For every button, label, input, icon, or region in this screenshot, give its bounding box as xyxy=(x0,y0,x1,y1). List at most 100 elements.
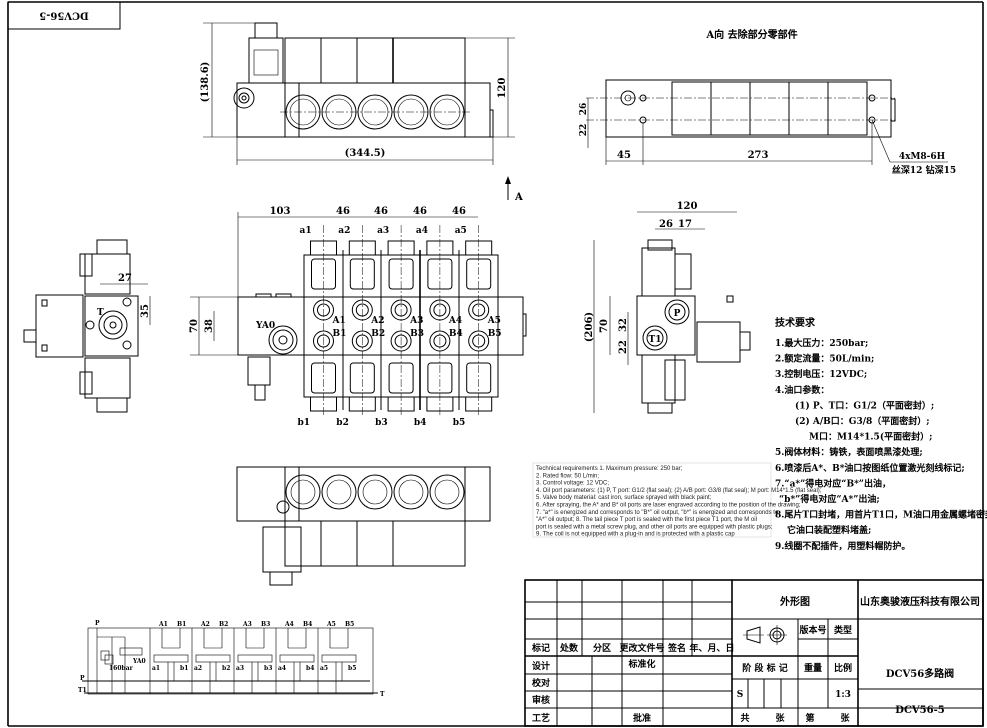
dim-273: 273 xyxy=(748,150,769,161)
version-label: 版本号 xyxy=(798,624,826,636)
tech-requirement-en-line: 3. Control voltage: 12 VDC; xyxy=(536,481,609,487)
tech-requirement-en-line: 9. The coil is not equipped with a plug-… xyxy=(536,532,735,538)
tech-requirement-en-line: 7. "a*" is energized and corresponds to … xyxy=(536,510,779,516)
port-a-label: A4 xyxy=(448,316,462,326)
top-view: (138.6) 120 (344.5) A xyxy=(200,22,523,203)
sheets-unit-1: 张 xyxy=(775,712,785,724)
tech-requirement-en-line: 5. Valve body material: cast iron, surfa… xyxy=(536,495,712,501)
tech-requirement-cn-line: 8.尾片T口封堵，用首片T1口，M油口用金属螺堵密封，其 xyxy=(775,509,987,521)
coil-label-top: a3 xyxy=(377,226,389,236)
drawing-stamp: DCV56-5 xyxy=(39,10,88,21)
schematic-port-b: B1 xyxy=(177,621,186,628)
role-review: 审核 xyxy=(532,694,550,706)
dim-pitch-2: 46 xyxy=(374,206,388,217)
a-view-title: A向 去除部分零部件 xyxy=(705,28,797,41)
schematic-port-a: A3 xyxy=(242,621,252,628)
schematic-coil-b: b3 xyxy=(264,665,272,672)
left-side-view: T 27 35 xyxy=(23,239,151,413)
schematic-coil-a: a3 xyxy=(236,665,244,672)
dim-body-height: 120 xyxy=(497,78,508,99)
tech-requirement-en-line: 2. Rated flow: 50 L/min; xyxy=(536,473,599,479)
drawing-stamp-box: DCV56-5 xyxy=(7,1,121,30)
schematic-coil-b: b1 xyxy=(180,665,188,672)
coil-label-bottom: b5 xyxy=(453,418,466,428)
product-name: DCV56多路阀 xyxy=(886,667,954,680)
tech-requirement-cn-line: 1.最大压力：250bar; xyxy=(775,337,868,349)
dim-26: 26 xyxy=(659,219,673,230)
dim-45: 45 xyxy=(617,150,631,161)
tech-requirements-cn: 技术要求 1.最大压力：250bar;2.额定流量：50L/min;3.控制电压… xyxy=(775,316,987,552)
valve-spool-symbol xyxy=(153,654,189,663)
tech-requirement-cn-line: 6.喷漆后A*、B*油口按图纸位置激光刻线标记; xyxy=(775,462,965,474)
right-dim-70: 70 xyxy=(599,319,610,333)
dim-206: (206) xyxy=(584,312,595,342)
schematic-port-t1-left: T1 xyxy=(78,687,87,694)
tech-requirement-cn-line: 它油口装配塑料堵盖; xyxy=(787,524,871,536)
port-b-label: B4 xyxy=(449,329,463,339)
tech-requirement-cn-line: (2) A/B口：G3/8（平面密封）; xyxy=(795,415,930,427)
valve-spool-symbol xyxy=(279,654,315,663)
tech-requirement-cn-line: 3.控制电压：12VDC; xyxy=(775,368,867,380)
title-block: 外形图 山东奥骏液压科技有限公司 标记 处数 分区 更改文件号 签名 年、月、日… xyxy=(524,579,984,727)
schematic-port-a: A1 xyxy=(158,621,168,628)
port-a-label: A5 xyxy=(487,316,501,326)
schematic-port-a: A2 xyxy=(200,621,210,628)
port-a-label: A2 xyxy=(370,316,384,326)
coil-label-bottom: b4 xyxy=(414,418,427,428)
tech-requirement-cn-line: 5.阀体材料：铸铁，表面喷黑漆处理; xyxy=(775,446,923,458)
port-b-label: B1 xyxy=(333,329,347,339)
dim-first: 103 xyxy=(270,206,291,217)
drawing-type: 外形图 xyxy=(779,595,810,608)
tech-requirement-cn-line: 9.线圈不配插件，用塑料帽防护。 xyxy=(775,540,910,552)
sheets-unit-2: 张 xyxy=(840,712,850,724)
depth-note: 丝深12 钻深15 xyxy=(892,164,956,176)
schematic-coil-b: b5 xyxy=(348,665,356,672)
total-sheets-label: 共 xyxy=(740,712,749,724)
dim-38: 38 xyxy=(204,319,215,333)
coil-label-bottom: b1 xyxy=(298,418,311,428)
coil-label-top: a2 xyxy=(338,226,350,236)
role-design: 设计 xyxy=(532,660,550,672)
type-label: 类型 xyxy=(834,624,852,636)
tech-requirements-en: Technical requirements 1. Maximum pressu… xyxy=(532,462,822,538)
tech-requirement-cn-line: 7.“a*”得电对应“B*”出油， xyxy=(775,477,891,489)
dim-22: 22 xyxy=(579,124,589,137)
role-process: 工艺 xyxy=(532,712,550,724)
header-signature: 签名 xyxy=(667,642,686,654)
schematic-coil-a: a2 xyxy=(194,665,202,672)
header-count: 处数 xyxy=(559,642,579,654)
weight-label: 重量 xyxy=(804,662,822,674)
dim-pitch-4: 46 xyxy=(452,206,466,217)
schematic-port-b: B4 xyxy=(303,621,312,628)
relief-setting: 160bar xyxy=(109,665,134,672)
coil-label-bottom: b2 xyxy=(336,418,349,428)
dim-35: 35 xyxy=(140,304,151,318)
dim-26: 26 xyxy=(579,103,589,116)
unloading-label: YA0 xyxy=(132,658,146,665)
header-date: 年、月、日 xyxy=(689,642,734,654)
view-arrow-label: A xyxy=(514,192,523,203)
stage-label: 阶 段 标 记 xyxy=(742,662,787,674)
drawing-number: DCV56-5 xyxy=(895,705,944,716)
coil-label-top: a4 xyxy=(416,226,428,236)
dim-overall-height: (138.6) xyxy=(200,62,211,103)
tech-requirement-cn-line: “b*”得电对应“A*”出油; xyxy=(779,493,880,505)
schematic-port-t-right: T xyxy=(380,691,385,698)
left-port-label: T xyxy=(97,308,104,318)
dim-27: 27 xyxy=(118,273,132,284)
dim-pitch-1: 46 xyxy=(336,206,350,217)
schematic-coil-b: b4 xyxy=(306,665,314,672)
port-t1-label: T1 xyxy=(649,335,662,345)
valve-spool-symbol xyxy=(237,654,273,663)
scale-label: 比例 xyxy=(834,662,852,674)
dim-pitch-3: 46 xyxy=(413,206,427,217)
schematic-coil-a: a5 xyxy=(320,665,328,672)
tech-requirement-en-line: port is sealed with a metal screw plug, … xyxy=(536,524,773,530)
right-dim-22: 22 xyxy=(618,340,629,354)
dim-length: (344.5) xyxy=(345,148,386,159)
schematic-coil-a: a1 xyxy=(152,665,160,672)
port-b-label: B3 xyxy=(410,329,424,339)
valve-spool-symbol xyxy=(321,654,357,663)
schematic-port-a: A5 xyxy=(326,621,336,628)
